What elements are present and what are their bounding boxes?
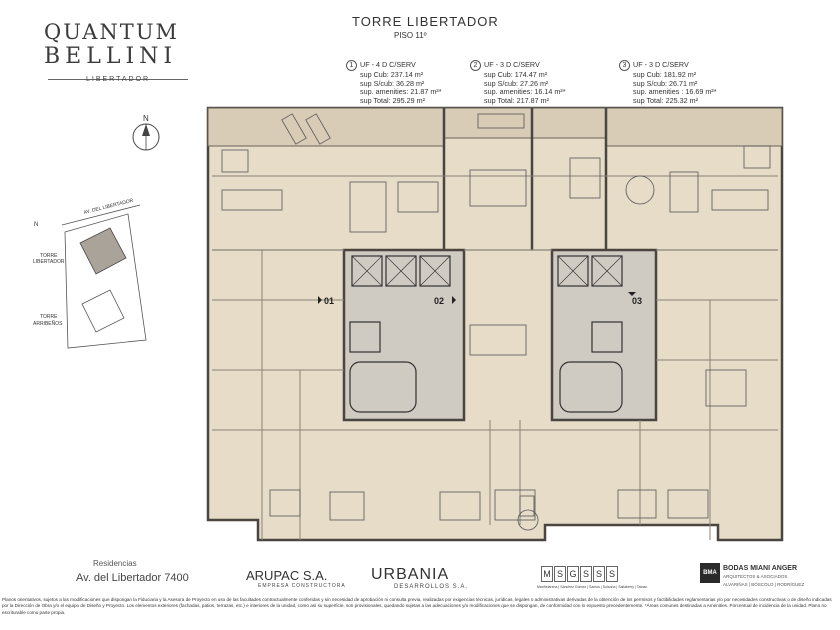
- msg-letter: S: [593, 566, 605, 582]
- footer-address: Av. del Libertador 7400: [76, 572, 189, 584]
- tower-a-label: TORRE: [40, 253, 58, 259]
- unit-row: sup Total: 295.29 m²: [360, 95, 425, 105]
- arupac-subtitle: EMPRESA CONSTRUCTORA: [258, 583, 346, 589]
- unit-row: sup. amenities : 16.69 m²*: [633, 87, 717, 97]
- tower-b-label: TORRE: [40, 314, 58, 320]
- tower-libertador-footprint: [79, 227, 127, 275]
- unit-row: sup Cub: 174.47 m²: [484, 70, 548, 79]
- site-compass-n: N: [34, 222, 38, 228]
- arupac-logo: ARUPAC S.A.: [246, 568, 328, 583]
- unit-number-badge: 3: [619, 60, 630, 71]
- unit-row: sup. amenities: 16.14 m²*: [484, 87, 566, 97]
- svg-text:03: 03: [632, 296, 642, 306]
- brand-logo-bellini: BELLINI: [44, 44, 178, 69]
- logo-divider: [48, 79, 188, 80]
- bma-subtitle: ARQUITECTOS & ASOCIADOS: [723, 574, 788, 579]
- svg-text:02: 02: [434, 296, 444, 306]
- unit-row: sup S/cub: 26.71 m²: [633, 78, 698, 88]
- unit-name: UF - 4 D C/SERV: [360, 60, 416, 70]
- page-title: TORRE LIBERTADOR: [352, 14, 499, 29]
- msgsss-subtitle: Mariñelarena | Sánchez Gómez | Santos | …: [537, 585, 648, 589]
- tower-b-label: ARRIBEÑOS: [33, 320, 63, 327]
- bma-subtitle-2: ALVARIÑAS | BÓSCOLO | RODRÍGUEZ: [723, 582, 805, 587]
- unit-number-badge: 2: [470, 60, 481, 71]
- legal-disclaimer: Planos orientativos, sujetos a las modif…: [2, 597, 832, 615]
- unit-row: sup Total: 225.32 m²: [633, 95, 698, 105]
- unit-row: sup. amenities: 21.87 m²*: [360, 87, 442, 97]
- tower-arribenos-footprint: [81, 289, 125, 333]
- msg-letter: M: [541, 566, 553, 582]
- compass-icon: N: [132, 114, 160, 151]
- floor-label: PISO 11º: [394, 31, 427, 40]
- tower-a-label: LIBERTADOR: [33, 259, 65, 265]
- site-plan: AV. DEL LIBERTADOR N TORRE LIBERTADOR TO…: [33, 198, 147, 349]
- brand-logo-libertador: LIBERTADOR: [86, 76, 151, 83]
- unit-name: UF - 3 D C/SERV: [633, 60, 689, 70]
- compass-label: N: [143, 114, 149, 123]
- bma-logo-mark: BMA: [700, 563, 720, 583]
- unit-name: UF - 3 D C/SERV: [484, 60, 540, 70]
- unit-tag-02: 02: [434, 296, 456, 306]
- footer-residencias: Residencias: [93, 559, 137, 568]
- msg-letter: S: [606, 566, 618, 582]
- core-right: [550, 248, 658, 422]
- core-left: [342, 248, 466, 422]
- unit-row: sup Total: 217.87 m²: [484, 95, 549, 105]
- unit-row: sup S/cub: 36.28 m²: [360, 78, 425, 88]
- bma-name: BODAS MIANI ANGER: [723, 565, 798, 572]
- unit-row: sup Cub: 181.92 m²: [633, 70, 697, 79]
- urbania-subtitle: DESARROLLOS S.A.: [394, 584, 469, 590]
- unit-row: sup S/cub: 27.26 m²: [484, 78, 549, 88]
- svg-text:01: 01: [324, 296, 334, 306]
- msg-letter: G: [567, 566, 579, 582]
- building-floor: [206, 106, 784, 542]
- unit-number-badge: 1: [346, 60, 357, 71]
- unit-tag-03: 03: [628, 292, 642, 306]
- brand-logo-quantum: QUANTUM: [44, 20, 180, 44]
- msg-letter: S: [554, 566, 566, 582]
- msgsss-logo: M S G S S S: [541, 566, 618, 582]
- msg-letter: S: [580, 566, 592, 582]
- urbania-logo: URBANIA: [371, 566, 450, 583]
- unit-tag-01: 01: [318, 296, 334, 306]
- unit-row: sup Cub: 237.14 m²: [360, 70, 424, 79]
